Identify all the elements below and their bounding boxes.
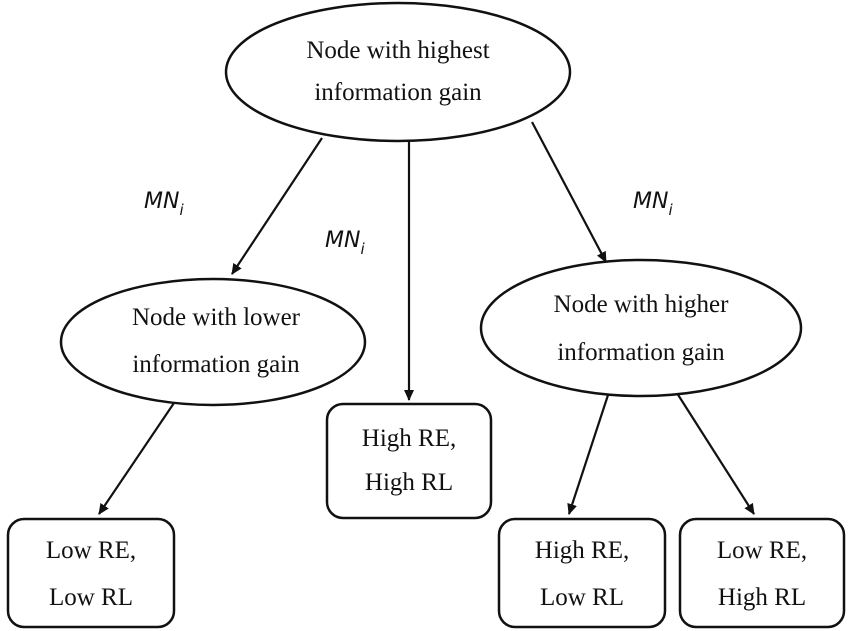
lower-gain-node-label-line2: information gain (132, 351, 300, 378)
lower-gain-node-ellipse (59, 277, 367, 407)
leaf-high-re-low-rl-line2: Low RL (540, 584, 624, 611)
higher-gain-node-label-line2: information gain (557, 339, 725, 366)
root-node-label-line2: information gain (314, 79, 482, 106)
leaf-high-re-low-rl: High RE, Low RL (497, 517, 667, 629)
root-node: Node with highest information gain (224, 1, 572, 143)
leaf-high-re-high-rl: High RE, High RL (325, 402, 493, 520)
leaf-low-re-high-rl-line1: Low RE, (717, 537, 807, 564)
root-node-ellipse (224, 1, 572, 143)
edge-higher-to-low-high-leaf (674, 389, 755, 515)
edge-higher-to-high-low-leaf (567, 391, 611, 515)
lower-gain-node: Node with lower information gain (59, 277, 367, 407)
leaf-high-re-high-rl-line2: High RL (365, 469, 453, 496)
leaf-high-re-low-rl-line1: High RE, (535, 537, 629, 564)
leaf-high-re-low-rl-box (497, 517, 667, 629)
root-node-label-line1: Node with highest (306, 37, 489, 64)
leaf-low-re-low-rl-line2: Low RL (49, 584, 133, 611)
higher-gain-node-label-line1: Node with higher (554, 291, 730, 318)
edge-label-right: MNi (633, 189, 673, 219)
lower-gain-node-label-line1: Node with lower (132, 304, 301, 331)
higher-gain-node-ellipse (479, 258, 803, 398)
leaf-low-re-high-rl-box (678, 517, 846, 629)
leaf-low-re-high-rl-line2: High RL (718, 584, 806, 611)
edge-label-left: MNi (144, 189, 184, 219)
edge-root-to-lower (231, 137, 323, 275)
leaf-low-re-low-rl-line1: Low RE, (46, 537, 136, 564)
higher-gain-node: Node with higher information gain (479, 258, 803, 398)
edge-lower-to-low-low-leaf (98, 399, 177, 515)
leaf-low-re-high-rl: Low RE, High RL (678, 517, 846, 629)
leaf-high-re-high-rl-line1: High RE, (362, 425, 456, 452)
edge-label-middle: MNi (325, 228, 365, 258)
leaf-high-re-high-rl-box (325, 402, 493, 520)
edge-root-to-higher (531, 121, 607, 263)
leaf-low-re-low-rl-box (6, 517, 176, 629)
leaf-low-re-low-rl: Low RE, Low RL (6, 517, 176, 629)
